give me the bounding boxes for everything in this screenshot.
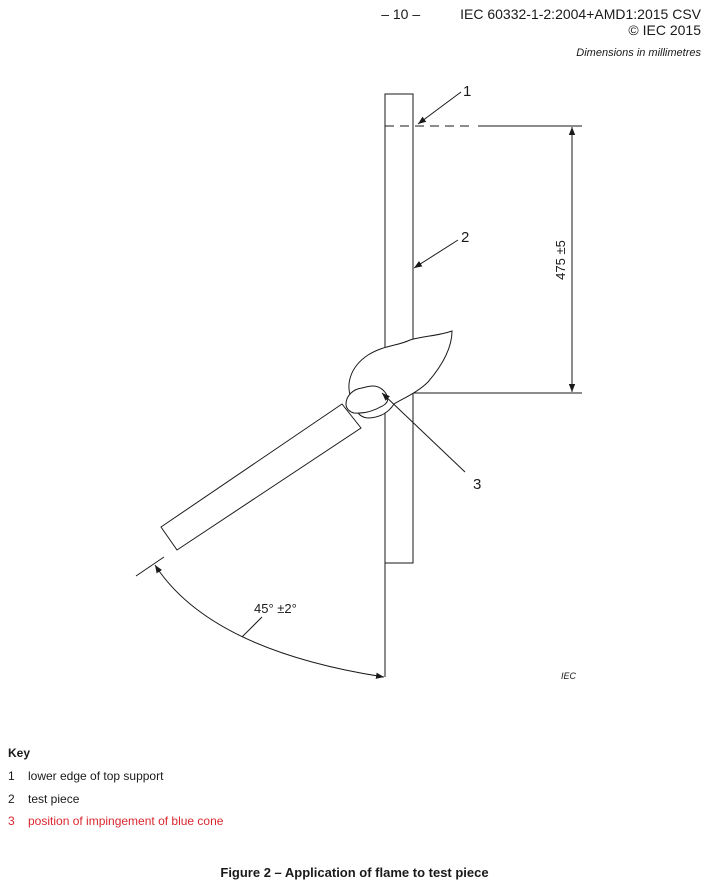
iec-mark: IEC: [561, 671, 577, 681]
page-number: – 10 –: [381, 6, 421, 22]
key-number: 3: [8, 814, 15, 828]
standard-id: IEC 60332-1-2:2004+AMD1:2015 CSV: [460, 6, 701, 22]
key-item: 1 lower edge of top support: [8, 769, 163, 783]
key-number: 1: [8, 769, 15, 783]
header-line-1: – 10 – IEC 60332-1-2:2004+AMD1:2015 CSV: [381, 6, 701, 23]
callout-1: 1: [463, 83, 471, 100]
figure-caption: Figure 2 – Application of flame to test …: [220, 865, 489, 880]
copyright: © IEC 2015: [628, 22, 701, 38]
key-text: lower edge of top support: [28, 769, 164, 783]
test-piece: [384, 93, 414, 564]
angle-arc: [154, 564, 385, 679]
dimensions-note: Dimensions in millimetres: [576, 47, 701, 59]
callout-3: 3: [473, 476, 481, 493]
key-text: position of impingement of blue cone: [28, 814, 224, 828]
figure-drawing: 1 2 3 475 ±5 45° ±2° IEC: [135, 83, 582, 681]
key-item: 3 position of impingement of blue cone: [8, 814, 223, 828]
key-number: 2: [8, 792, 15, 806]
key-title: Key: [8, 746, 31, 760]
angle-label: 45° ±2°: [254, 601, 297, 616]
key-text: test piece: [28, 792, 80, 806]
callout-leader-2: [413, 239, 459, 269]
callout-leader-3: [381, 392, 466, 473]
callout-leader-1: [417, 91, 462, 125]
key-item: 2 test piece: [8, 792, 79, 806]
burner-tube: [160, 403, 362, 551]
callout-2: 2: [461, 229, 469, 246]
burner-axis-line: [135, 556, 165, 577]
dimension-label: 475 ±5: [553, 240, 568, 280]
angle-leader: [241, 616, 263, 638]
